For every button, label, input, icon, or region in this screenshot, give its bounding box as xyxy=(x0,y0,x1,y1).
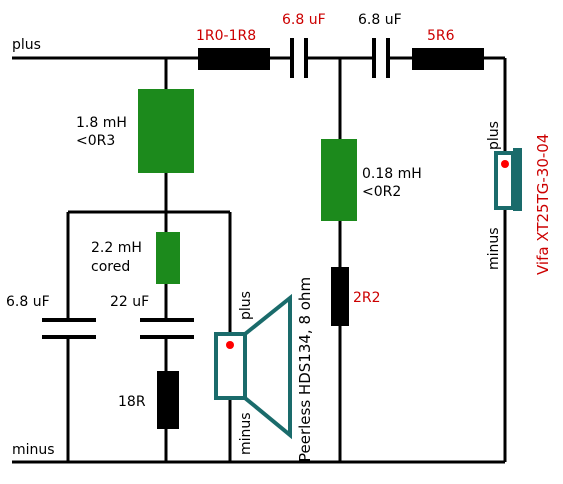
resistor-2r2 xyxy=(331,267,349,326)
woofer-plus-label: plus xyxy=(238,291,254,320)
tweeter-speaker-symbol xyxy=(494,148,522,211)
inductor-0-18mh-value-label: 0.18 mH xyxy=(362,166,422,182)
woofer-minus-label: minus xyxy=(238,412,254,455)
wires xyxy=(12,56,507,464)
inductor-2-2mh xyxy=(156,232,180,284)
resistor-r1 xyxy=(198,48,270,70)
woofer-cone xyxy=(243,293,292,440)
tweeter-model-label: Vifa XT25TG-30-04 xyxy=(534,134,552,275)
notch-cap-label: 22 uF xyxy=(110,294,149,310)
inductor-1-8mh-value-label: 1.8 mH xyxy=(76,115,127,131)
inductor-2-2mh-type-label: cored xyxy=(91,259,130,275)
inductor-0-18mh-dcr-label: <0R2 xyxy=(362,184,401,200)
tweeter-plate xyxy=(513,148,522,211)
capacitor-22uf xyxy=(140,318,194,339)
shunt-cap-label: 6.8 uF xyxy=(6,294,50,310)
terminal-plus-label: plus xyxy=(12,37,41,53)
capacitor-shunt-6-8uf xyxy=(42,318,96,339)
c2-label: 6.8 uF xyxy=(358,12,402,28)
tweeter-minus-label: minus xyxy=(486,227,502,270)
r1-label: 1R0-1R8 xyxy=(196,28,256,44)
notch-resistor-label: 18R xyxy=(118,394,146,410)
woofer-speaker-symbol xyxy=(214,293,292,440)
capacitor-c1 xyxy=(290,38,308,78)
inductor-1-8mh-dcr-label: <0R3 xyxy=(76,133,115,149)
resistor-r2 xyxy=(412,48,484,70)
r2-label: 5R6 xyxy=(427,28,455,44)
inductor-2-2mh-value-label: 2.2 mH xyxy=(91,240,142,256)
tweeter-polarity-dot xyxy=(501,160,509,168)
resistor-18r xyxy=(157,371,179,429)
tweeter-plus-label: plus xyxy=(486,121,502,150)
terminal-minus-label: minus xyxy=(12,442,55,458)
c1-label: 6.8 uF xyxy=(282,12,326,28)
resistor-2r2-label: 2R2 xyxy=(353,290,381,306)
woofer-model-label: Peerless HDS134, 8 ohm xyxy=(296,277,314,462)
inductor-1-8mh xyxy=(138,89,194,173)
capacitor-c2 xyxy=(372,38,390,78)
woofer-polarity-dot xyxy=(226,341,234,349)
inductor-0-18mh xyxy=(321,139,357,221)
